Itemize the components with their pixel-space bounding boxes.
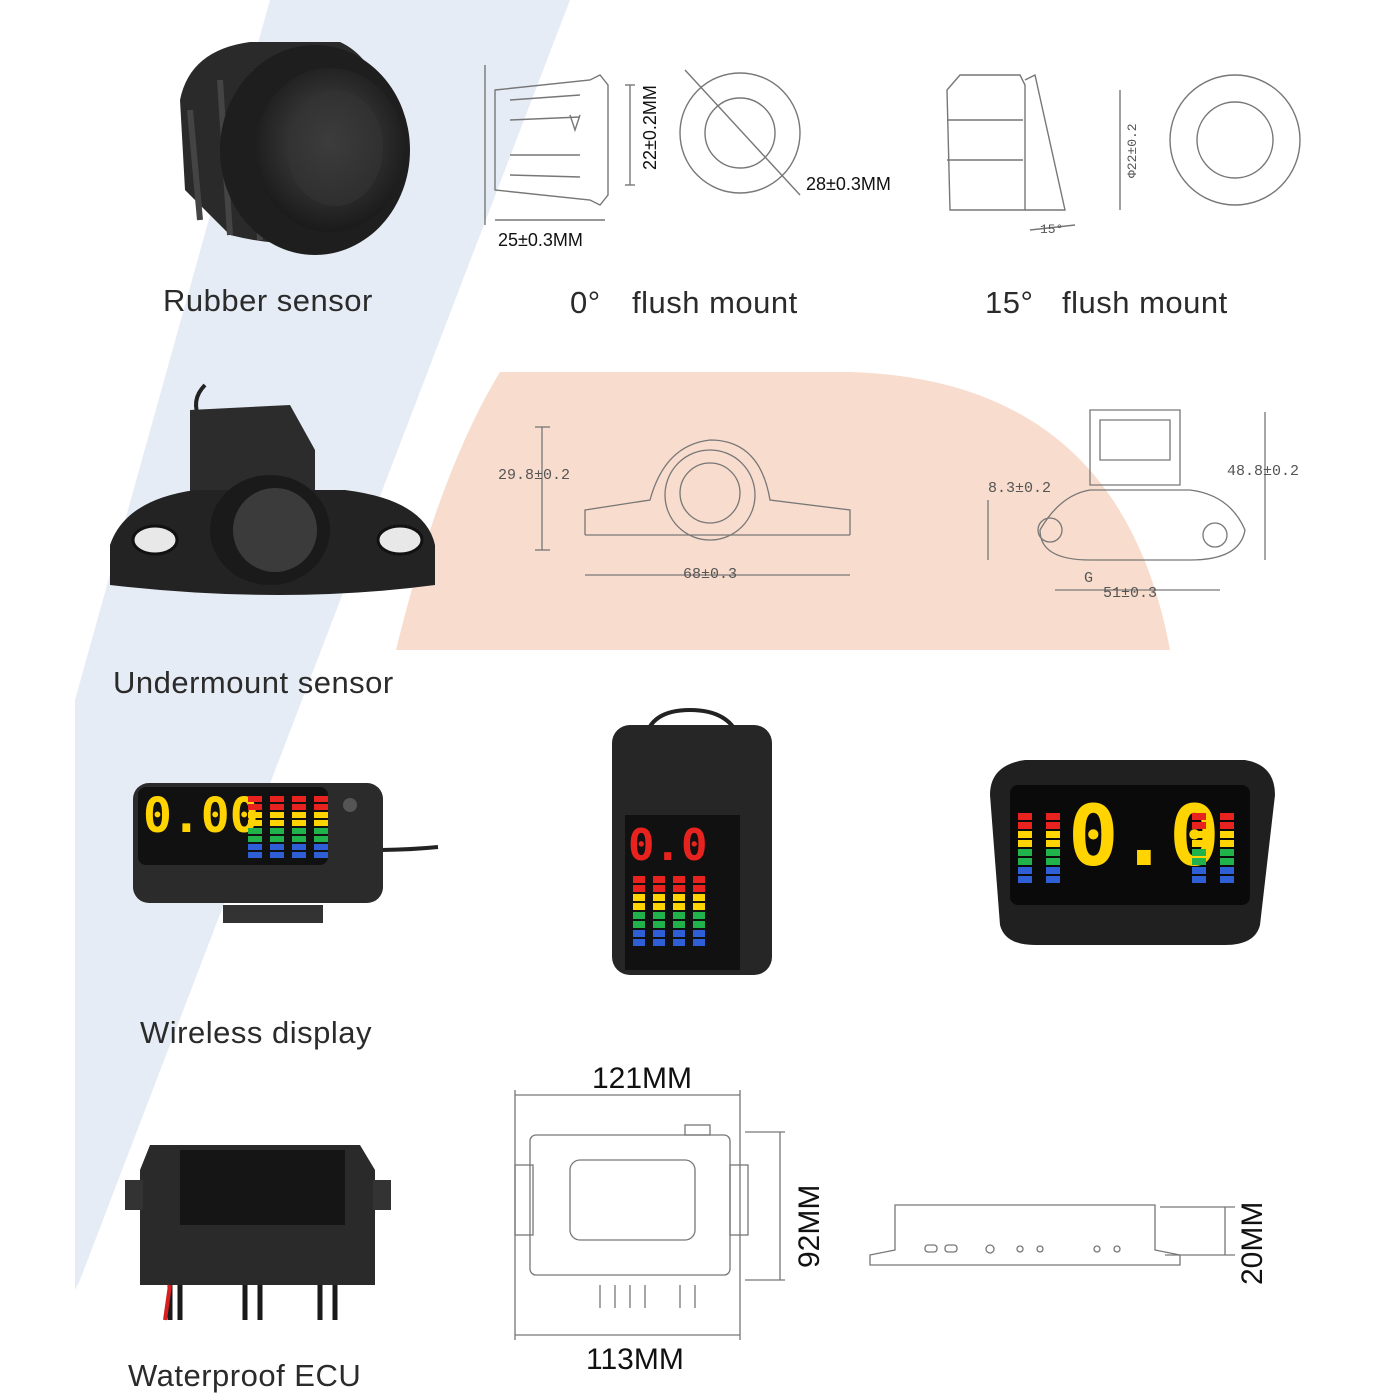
under-height-dim: 29.8±0.2 — [498, 467, 571, 484]
ecu-thickness-dim: 20MM — [1236, 1201, 1269, 1285]
waterproof-ecu-label: Waterproof ECU — [128, 1358, 362, 1393]
side-g-mark: G — [1084, 570, 1094, 587]
wireless-display-readout: 0.00 — [143, 788, 259, 844]
flush15-degree: 15° — [985, 285, 1034, 320]
waterproof-ecu-image — [125, 1145, 391, 1321]
undermount-side-drawing — [987, 409, 1266, 591]
flush0-drawing — [484, 65, 801, 225]
side-span-dim: 51±0.3 — [1103, 585, 1158, 602]
flush15-label: flush mount — [1062, 285, 1228, 320]
flush0-degree: 0° — [570, 285, 601, 320]
side-hole-dim: 8.3±0.2 — [988, 480, 1052, 497]
undermount-front-drawing — [535, 426, 851, 576]
undermount-sensor-label: Undermount sensor — [113, 665, 394, 700]
flush0-height-dim: 22±0.2MM — [640, 85, 660, 170]
undermount-sensor-image — [110, 383, 435, 595]
flush15-angle-dim: 15° — [1040, 222, 1064, 237]
flush0-length-dim: 25±0.3MM — [498, 230, 583, 250]
side-height-dim: 48.8±0.2 — [1227, 463, 1300, 480]
dash-display-image — [990, 760, 1275, 945]
dash-display-readout: 0.0 — [1068, 787, 1220, 885]
ecu-top-drawing — [514, 1090, 785, 1340]
rubber-sensor-label: Rubber sensor — [163, 283, 373, 318]
flush15-diameter-dim: Φ22±0.2 — [1125, 123, 1140, 178]
pager-display-readout: 0.0 — [628, 820, 708, 871]
ecu-side-drawing — [869, 1204, 1235, 1266]
ecu-bottom-width-dim: 113MM — [586, 1343, 684, 1376]
ecu-height-dim: 92MM — [793, 1184, 826, 1268]
flush0-label: flush mount — [632, 285, 798, 320]
flush15-drawing — [946, 73, 1301, 231]
wireless-display-label: Wireless display — [140, 1015, 372, 1050]
ecu-top-width-dim: 121MM — [592, 1062, 693, 1095]
flush0-diameter-dim: 28±0.3MM — [806, 174, 891, 194]
rubber-sensor-image — [180, 42, 410, 255]
under-width-dim: 68±0.3 — [683, 566, 738, 583]
